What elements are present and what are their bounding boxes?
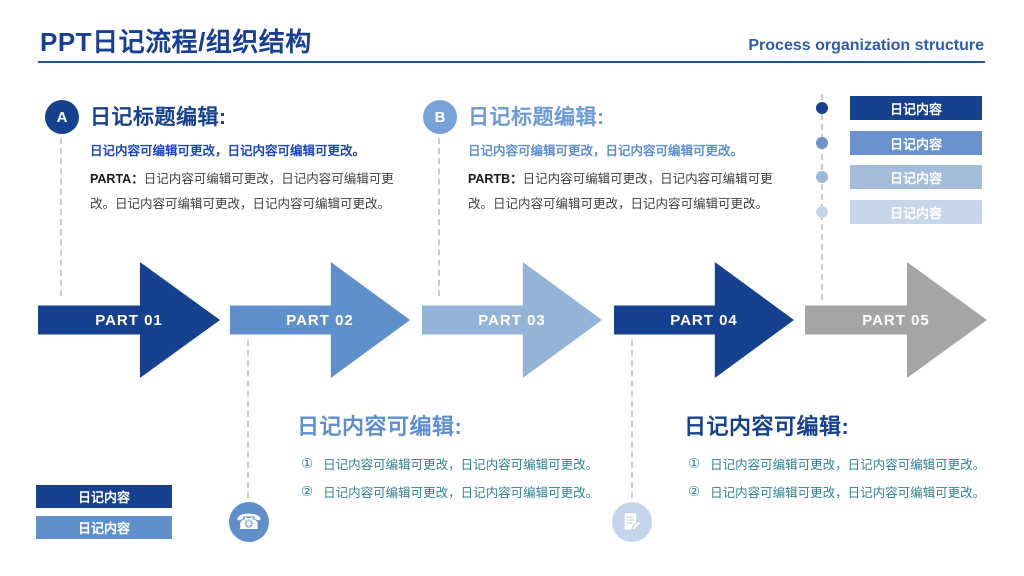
section-a-heading: 日记标题编辑: — [90, 106, 227, 129]
timeline-dot — [816, 137, 828, 149]
badge-b: B — [423, 100, 457, 134]
notes-right-item-1: ① 日记内容可编辑可更改，日记内容可编辑可更改。 — [688, 454, 985, 473]
section-a-body: PARTA：日记内容可编辑可更改，日记内容可编辑可更改。日记内容可编辑可更改，日… — [90, 167, 404, 217]
dashed-connector-a — [60, 138, 62, 296]
section-a-highlight: 日记内容可编辑可更改，日记内容可编辑可更改。 — [90, 144, 366, 158]
phone-icon: ☎ — [235, 509, 263, 534]
section-b-body: PARTB：日记内容可编辑可更改，日记内容可编辑可更改。日记内容可编辑可更改，日… — [468, 167, 782, 217]
item-text: 日记内容可编辑可更改，日记内容可编辑可更改。 — [710, 458, 986, 472]
arrow-label: PART 04 — [670, 311, 738, 329]
page-title: PPT日记流程/组织结构 — [40, 27, 312, 57]
item-number-icon: ① — [301, 455, 314, 471]
item-number-icon: ① — [688, 455, 701, 471]
timeline-button-4[interactable]: 日记内容 — [850, 200, 982, 224]
process-arrow-part05[interactable]: PART 05 — [805, 262, 987, 378]
legend-button-2[interactable]: 日记内容 — [36, 516, 172, 539]
notes-right-item-2: ② 日记内容可编辑可更改，日记内容可编辑可更改。 — [688, 482, 985, 501]
section-b-heading: 日记标题编辑: — [468, 106, 605, 129]
legend-button-1[interactable]: 日记内容 — [36, 485, 172, 508]
timeline-dashed-line — [821, 94, 823, 300]
section-b-body-text: 日记内容可编辑可更改，日记内容可编辑可更改。日记内容可编辑可更改，日记内容可编辑… — [468, 172, 773, 211]
timeline-dot — [816, 102, 828, 114]
dashed-connector-edit — [631, 340, 633, 498]
title-underline — [38, 61, 985, 63]
timeline-dot — [816, 206, 828, 218]
notes-middle-item-1: ① 日记内容可编辑可更改，日记内容可编辑可更改。 — [301, 454, 598, 473]
item-number-icon: ② — [688, 483, 701, 499]
process-arrow-part04[interactable]: PART 04 — [614, 262, 794, 378]
edit-icon-button[interactable] — [612, 502, 652, 542]
process-arrow-part02[interactable]: PART 02 — [230, 262, 410, 378]
timeline-button-2[interactable]: 日记内容 — [850, 131, 982, 155]
phone-icon-button[interactable]: ☎ — [229, 502, 269, 542]
item-text: 日记内容可编辑可更改，日记内容可编辑可更改。 — [323, 458, 599, 472]
notes-middle-item-2: ② 日记内容可编辑可更改，日记内容可编辑可更改。 — [301, 482, 598, 501]
section-a-part-label: PARTA： — [90, 172, 144, 186]
badge-a: A — [45, 100, 79, 134]
notes-middle-heading: 日记内容可编辑: — [297, 414, 463, 439]
process-arrow-part01[interactable]: PART 01 — [38, 262, 220, 378]
dashed-connector-b — [438, 138, 440, 296]
arrow-label: PART 05 — [862, 311, 930, 329]
dashed-connector-phone — [247, 340, 249, 498]
page-subtitle: Process organization structure — [748, 37, 984, 54]
section-b-part-label: PARTB： — [468, 172, 523, 186]
arrow-label: PART 03 — [478, 311, 546, 329]
section-a-body-text: 日记内容可编辑可更改，日记内容可编辑可更改。日记内容可编辑可更改，日记内容可编辑… — [90, 172, 394, 211]
item-text: 日记内容可编辑可更改，日记内容可编辑可更改。 — [710, 486, 986, 500]
arrow-label: PART 01 — [95, 311, 163, 329]
section-b-highlight: 日记内容可编辑可更改，日记内容可编辑可更改。 — [468, 144, 744, 158]
timeline-button-3[interactable]: 日记内容 — [850, 165, 982, 189]
arrow-label: PART 02 — [286, 311, 354, 329]
edit-document-icon — [624, 513, 642, 531]
notes-right-heading: 日记内容可编辑: — [684, 414, 850, 439]
item-text: 日记内容可编辑可更改，日记内容可编辑可更改。 — [323, 486, 599, 500]
item-number-icon: ② — [301, 483, 314, 499]
process-arrow-part03[interactable]: PART 03 — [422, 262, 602, 378]
timeline-dot — [816, 171, 828, 183]
timeline-button-1[interactable]: 日记内容 — [850, 96, 982, 120]
